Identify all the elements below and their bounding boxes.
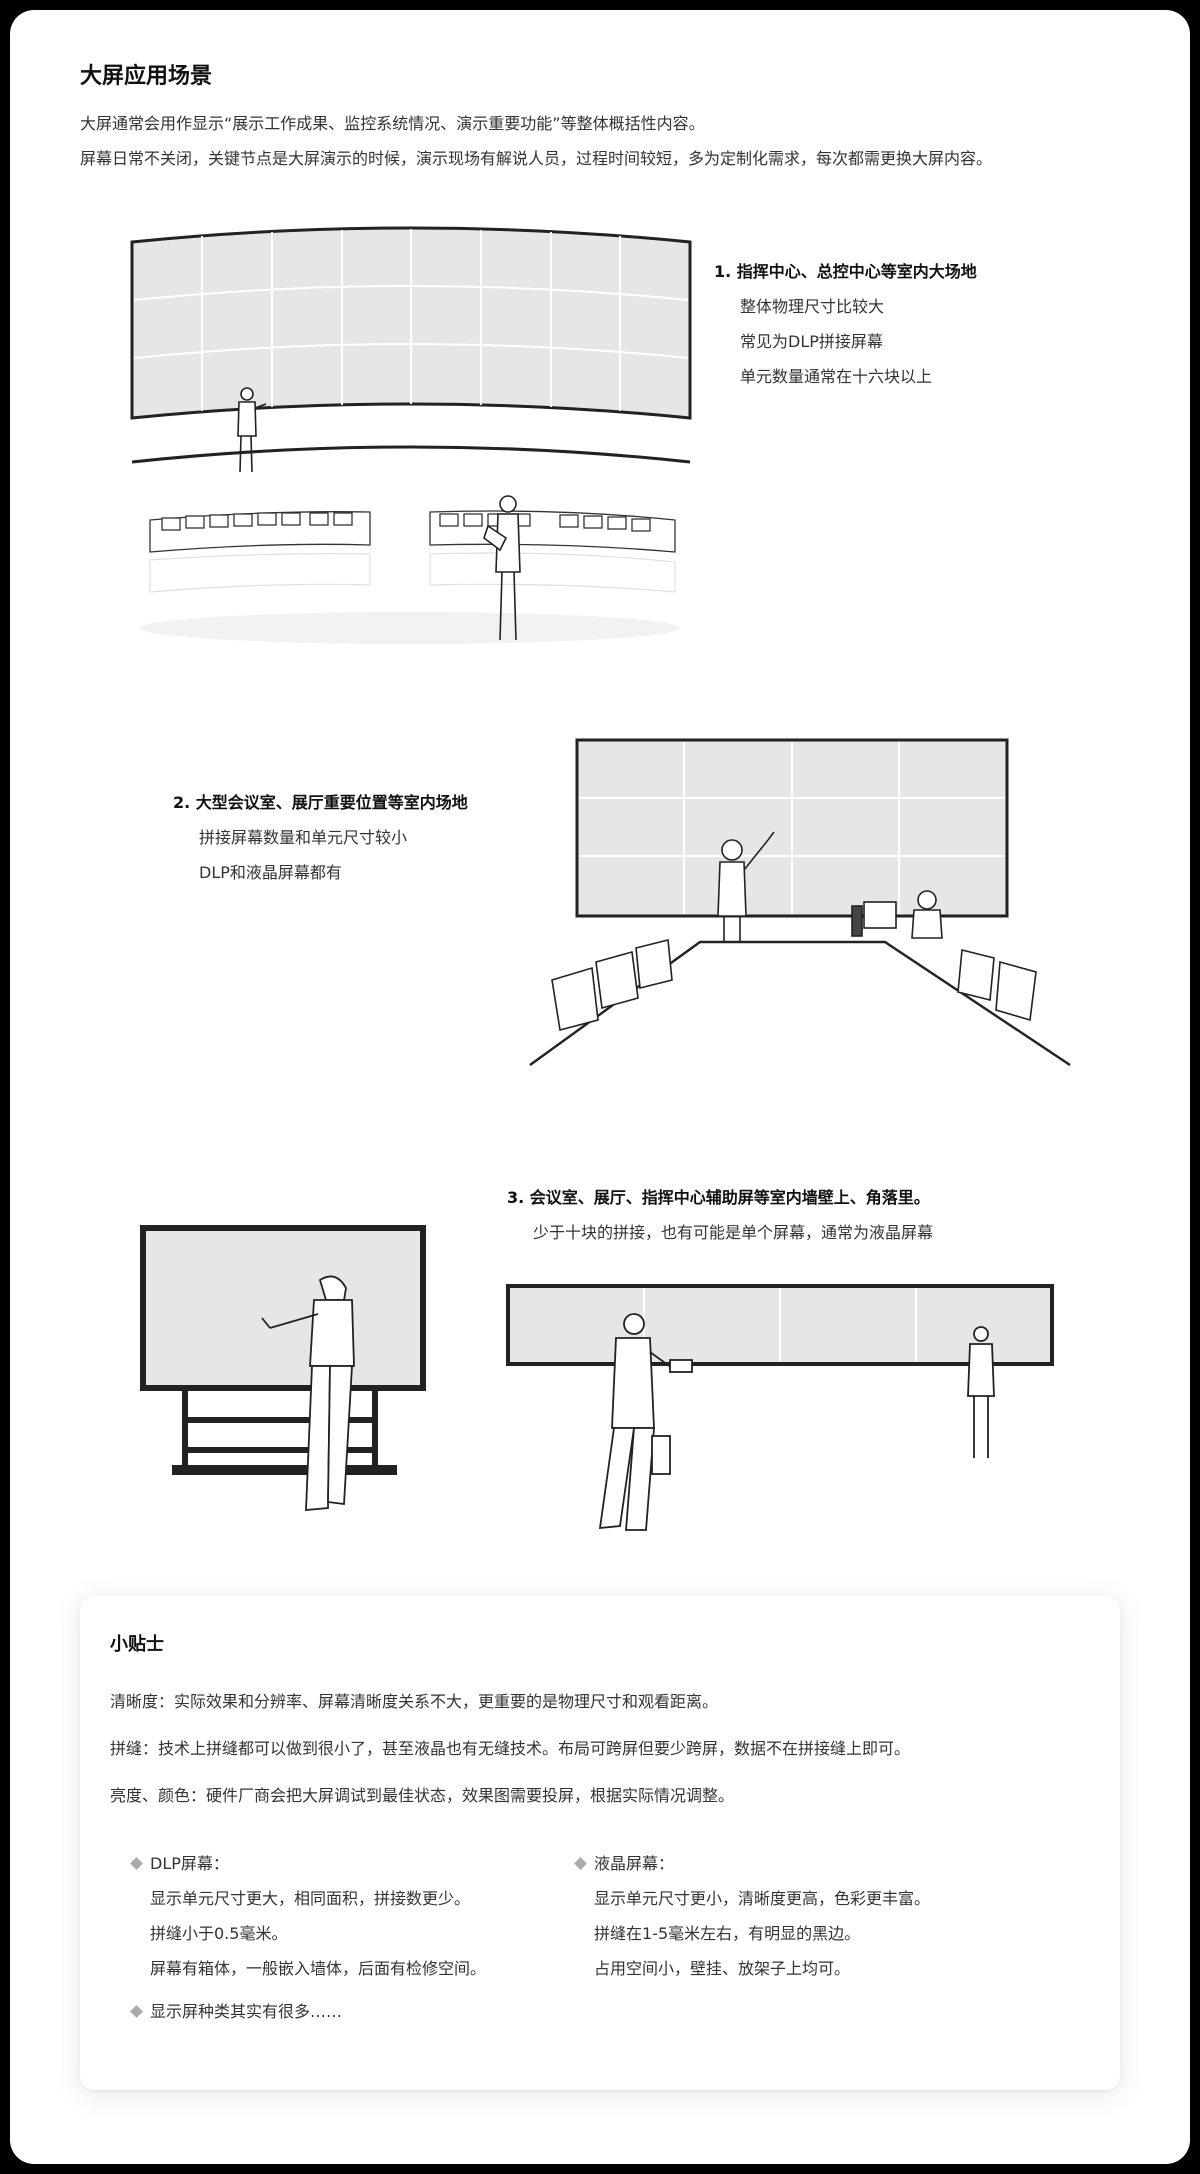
dlp-title: DLP屏幕： xyxy=(150,1854,229,1873)
more-text: 显示屏种类其实有很多…… xyxy=(150,2002,343,2021)
diamond-bullet-icon xyxy=(130,2005,143,2018)
tips-title: 小贴士 xyxy=(110,1634,164,1655)
page-title: 大屏应用场景 xyxy=(80,64,213,89)
lcd-section: 液晶屏幕： 显示单元尺寸更小，清晰度更高，色彩更丰富。 拼缝在1-5毫米左右，有… xyxy=(574,1846,930,1986)
command-center-illustration xyxy=(130,226,692,644)
scene-3-title: 3. 会议室、展厅、指挥中心辅助屏等室内墙壁上、角落里。 xyxy=(507,1188,930,1207)
scene-2-item: 拼接屏幕数量和单元尺寸较小 xyxy=(199,828,408,847)
intro-line: 大屏通常会用作显示“展示工作成果、监控系统情况、演示重要功能”等整体概括性内容。 xyxy=(80,114,705,133)
lcd-title: 液晶屏幕： xyxy=(594,1854,675,1873)
standing-screen-illustration xyxy=(140,1225,426,1511)
wall-mounted-screen-illustration xyxy=(506,1284,1054,1531)
dlp-item: 拼缝小于0.5毫米。 xyxy=(150,1924,288,1943)
lcd-item: 占用空间小，壁挂、放架子上均可。 xyxy=(594,1959,851,1978)
tip-line: 清晰度：实际效果和分辨率、屏幕清晰度关系不大，更重要的是物理尺寸和观看距离。 xyxy=(110,1692,719,1711)
lcd-item: 拼缝在1-5毫米左右，有明显的黑边。 xyxy=(594,1924,861,1943)
diamond-bullet-icon xyxy=(574,1857,587,1870)
tip-line: 亮度、颜色：硬件厂商会把大屏调试到最佳状态，效果图需要投屏，根据实际情况调整。 xyxy=(110,1786,735,1805)
tip-line: 拼缝：技术上拼缝都可以做到很小了，甚至液晶也有无缝技术。布局可跨屏但要少跨屏，数… xyxy=(110,1739,911,1758)
dlp-item: 显示单元尺寸更大，相同面积，拼接数更少。 xyxy=(150,1889,471,1908)
intro-line: 屏幕日常不关闭，关键节点是大屏演示的时候，演示现场有解说人员，过程时间较短，多为… xyxy=(80,149,993,168)
lcd-item: 显示单元尺寸更小，清晰度更高，色彩更丰富。 xyxy=(594,1889,931,1908)
scene-1-item: 常见为DLP拼接屏幕 xyxy=(740,332,883,351)
meeting-room-illustration xyxy=(529,738,1071,1066)
scene-2-item: DLP和液晶屏幕都有 xyxy=(199,863,342,882)
scene-1-title: 1. 指挥中心、总控中心等室内大场地 xyxy=(714,262,977,281)
more-note: 显示屏种类其实有很多…… xyxy=(130,1994,342,2029)
scene-1-text: 1. 指挥中心、总控中心等室内大场地 整体物理尺寸比较大 常见为DLP拼接屏幕 … xyxy=(714,254,977,394)
page-card: 大屏应用场景 大屏通常会用作显示“展示工作成果、监控系统情况、演示重要功能”等整… xyxy=(10,10,1190,2164)
dlp-item: 屏幕有箱体，一般嵌入墙体，后面有检修空间。 xyxy=(150,1959,487,1978)
diamond-bullet-icon xyxy=(130,1857,143,1870)
intro-text: 大屏通常会用作显示“展示工作成果、监控系统情况、演示重要功能”等整体概括性内容。… xyxy=(80,106,992,176)
scene-2-title: 2. 大型会议室、展厅重要位置等室内场地 xyxy=(173,793,468,812)
scene-1-item: 整体物理尺寸比较大 xyxy=(740,297,885,316)
scene-1-item: 单元数量通常在十六块以上 xyxy=(740,367,933,386)
scene-3-item: 少于十块的拼接，也有可能是单个屏幕，通常为液晶屏幕 xyxy=(533,1223,934,1242)
scene-2-text: 2. 大型会议室、展厅重要位置等室内场地 拼接屏幕数量和单元尺寸较小 DLP和液… xyxy=(173,785,468,890)
tips-card: 小贴士 清晰度：实际效果和分辨率、屏幕清晰度关系不大，更重要的是物理尺寸和观看距… xyxy=(80,1596,1120,2090)
scene-3-text: 3. 会议室、展厅、指挥中心辅助屏等室内墙壁上、角落里。 少于十块的拼接，也有可… xyxy=(507,1180,933,1250)
dlp-section: DLP屏幕： 显示单元尺寸更大，相同面积，拼接数更少。 拼缝小于0.5毫米。 屏… xyxy=(130,1846,486,1986)
